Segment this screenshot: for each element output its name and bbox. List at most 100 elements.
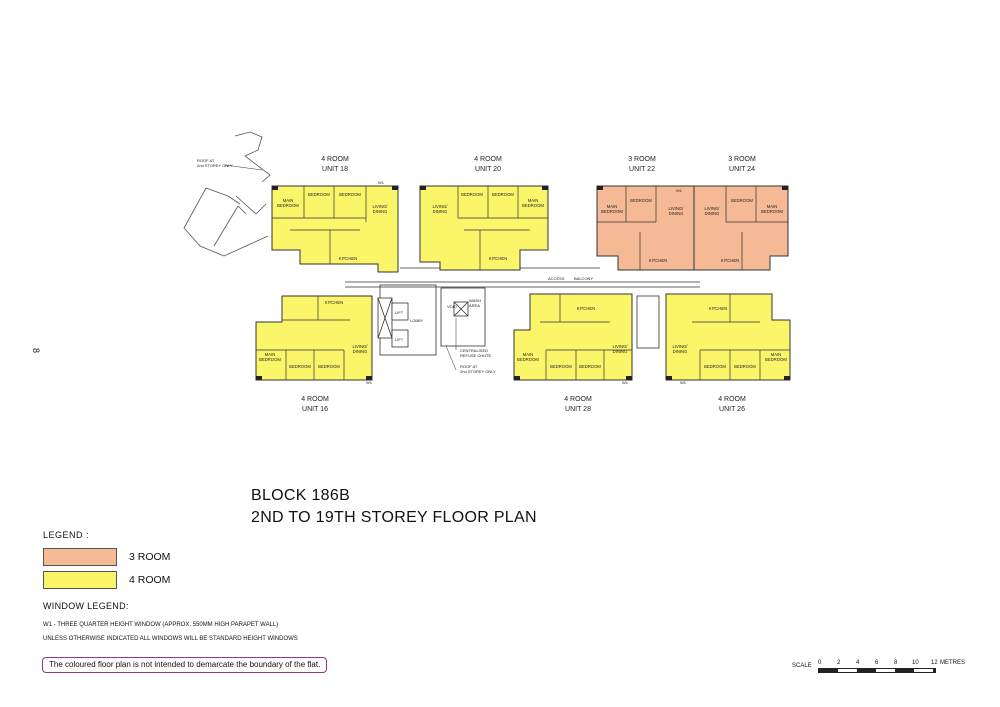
room-label: BEDROOM <box>461 192 483 197</box>
room-label: BEDROOM <box>522 203 544 208</box>
room-label: MAIN <box>767 204 777 209</box>
interior-walls <box>256 186 790 380</box>
room-label: DINING <box>373 209 388 214</box>
unit-16-number: UNIT 16 <box>302 406 328 413</box>
window-tag: W1 <box>680 380 687 385</box>
window-legend-line: UNLESS OTHERWISE INDICATED ALL WINDOWS W… <box>43 636 298 642</box>
room-label: BEDROOM <box>550 364 572 369</box>
legend-swatch-3-room <box>43 548 117 566</box>
room-label: LIVING/ <box>613 344 629 349</box>
unit-26-number: UNIT 26 <box>719 406 745 413</box>
room-label: BEDROOM <box>704 364 726 369</box>
lobby-label: LOBBY <box>410 318 424 323</box>
room-label: KITCHEN <box>721 258 739 263</box>
scale-tick: 2 <box>837 660 841 666</box>
lift-label: LIFT <box>395 310 404 315</box>
unit-28-number: UNIT 28 <box>565 406 591 413</box>
unit-28-area <box>513 293 633 381</box>
window-tag: W1 <box>378 180 385 185</box>
unit-20-type: 4 ROOM <box>474 156 502 163</box>
room-label: BEDROOM <box>492 192 514 197</box>
unit-22-type: 3 ROOM <box>628 156 656 163</box>
scale-tick: 0 <box>818 660 822 666</box>
room-label: MAIN <box>283 198 293 203</box>
refuse-chute-label: REFUSE CHUTE <box>460 353 491 358</box>
room-label: LIVING/ <box>433 204 449 209</box>
room-label: BEDROOM <box>277 203 299 208</box>
room-label: BEDROOM <box>308 192 330 197</box>
leader-lines <box>224 164 457 371</box>
refuse-chute-label: CENTRALISED <box>460 348 488 353</box>
window-legend-title: WINDOW LEGEND: <box>43 601 129 611</box>
room-label: DINING <box>705 211 720 216</box>
room-label: BEDROOM <box>734 364 756 369</box>
unit-18-area <box>271 185 399 273</box>
scale-unit: METRES <box>940 660 966 666</box>
room-label: DINING <box>613 349 628 354</box>
room-label: KITCHEN <box>339 256 357 261</box>
room-label: KITCHEN <box>325 300 343 305</box>
roof-note-top: ROOF AT <box>197 158 215 163</box>
unit-28-type: 4 ROOM <box>564 396 592 403</box>
room-label: KITCHEN <box>577 306 595 311</box>
window-legend-line: W1 - THREE QUARTER HEIGHT WINDOW (APPROX… <box>43 622 279 628</box>
legend-swatch-4-room <box>43 571 117 589</box>
unit-16-type: 4 ROOM <box>301 396 329 403</box>
scale-bar <box>818 668 936 673</box>
unit-24-type: 3 ROOM <box>728 156 756 163</box>
room-label: DINING <box>669 211 684 216</box>
legend-label-4-room: 4 ROOM <box>129 574 171 586</box>
room-label: MAIN <box>528 198 538 203</box>
room-label: BEDROOM <box>339 192 361 197</box>
scale-tick: 12 <box>931 660 938 666</box>
room-label: BEDROOM <box>259 357 281 362</box>
room-label: LIVING/ <box>669 206 685 211</box>
page-number: 8 <box>31 347 42 354</box>
room-label: KITCHEN <box>649 258 667 263</box>
unit-20-area <box>419 185 549 271</box>
unit-18-number: UNIT 18 <box>322 166 348 173</box>
block-title: BLOCK 186B <box>251 487 351 504</box>
structural-columns <box>256 186 790 380</box>
room-label: LIVING/ <box>373 204 389 209</box>
scale-tick: 10 <box>912 660 919 666</box>
unit-26-area <box>665 293 791 381</box>
lift-label: LIFT <box>395 337 404 342</box>
access-balcony-label: ACCESS <box>548 276 565 281</box>
room-label: LIVING/ <box>353 344 369 349</box>
room-label: DINING <box>353 349 368 354</box>
room-label: LIVING/ <box>705 206 721 211</box>
scale-label: SCALE <box>792 663 812 669</box>
void-label: VOID <box>447 304 457 309</box>
scale-tick: 8 <box>894 660 898 666</box>
room-label: BEDROOM <box>765 357 787 362</box>
room-label: BEDROOM <box>289 364 311 369</box>
unit-20-number: UNIT 20 <box>475 166 501 173</box>
scale-tick: 4 <box>856 660 860 666</box>
room-label: MAIN <box>265 352 275 357</box>
room-label: BEDROOM <box>630 198 652 203</box>
room-label: BEDROOM <box>761 209 783 214</box>
window-tag: W1 <box>676 188 683 193</box>
room-label: BEDROOM <box>517 357 539 362</box>
room-label: MAIN <box>607 204 617 209</box>
room-label: KITCHEN <box>489 256 507 261</box>
unit-22-number: UNIT 22 <box>629 166 655 173</box>
access-balcony-label: BALCONY <box>574 276 593 281</box>
room-label: LIVING/ <box>673 344 689 349</box>
room-label: BEDROOM <box>731 198 753 203</box>
roof-note-bottom: 2nd STOREY ONLY <box>460 369 496 374</box>
room-label: MAIN <box>771 352 781 357</box>
room-label: DINING <box>673 349 688 354</box>
legend-label-3-room: 3 ROOM <box>129 551 171 563</box>
room-label: KITCHEN <box>709 306 727 311</box>
legend-title: LEGEND : <box>43 530 90 540</box>
window-tag: W1 <box>622 380 629 385</box>
wash-area-label: WASH <box>469 298 481 303</box>
room-label: DINING <box>433 209 448 214</box>
window-tag: W1 <box>366 380 373 385</box>
roof-note-top: 2nd STOREY ONLY <box>197 163 233 168</box>
roof-structure <box>183 131 271 257</box>
floor-plan-title: 2ND TO 19TH STOREY FLOOR PLAN <box>251 509 537 526</box>
room-label: BEDROOM <box>579 364 601 369</box>
